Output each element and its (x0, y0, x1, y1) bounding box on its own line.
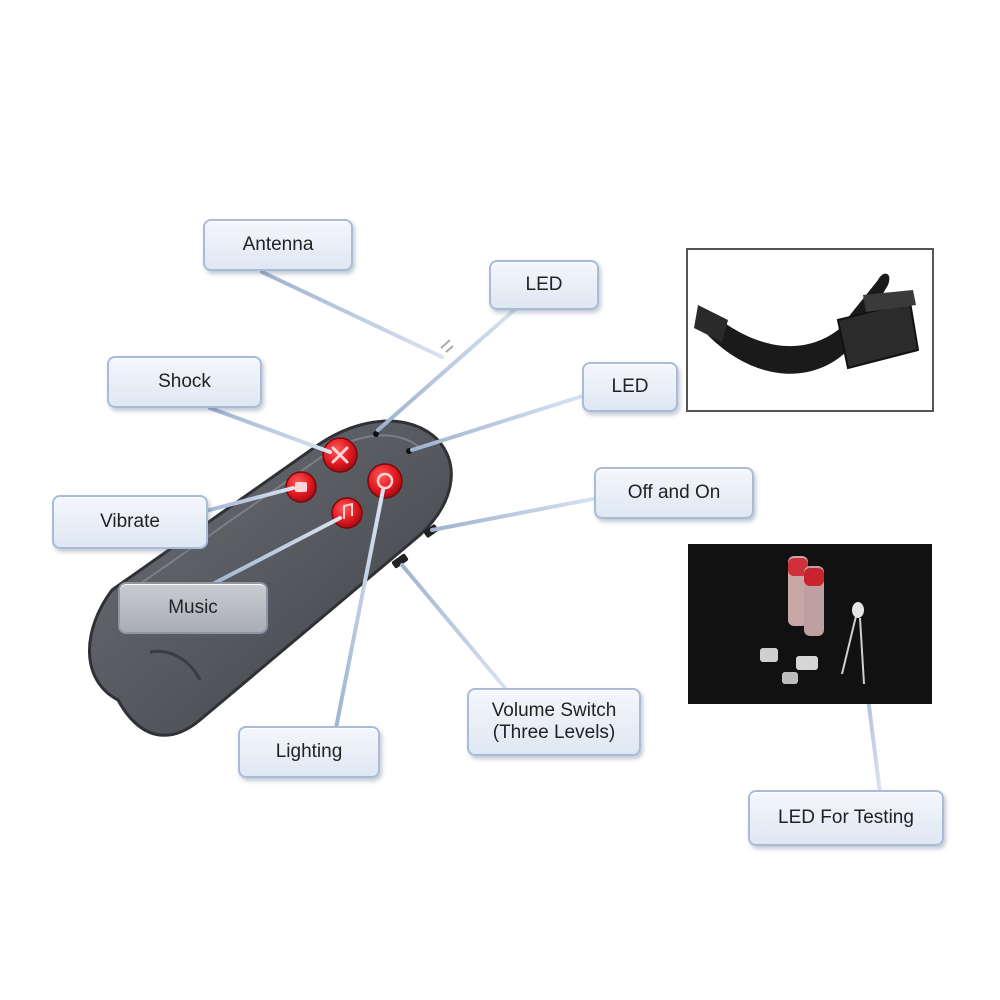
leader-vibrate (200, 486, 295, 514)
label-music: Music (118, 582, 268, 634)
leader-lines (200, 270, 882, 794)
label-led-top-text: LED (525, 274, 563, 296)
label-vibrate-text: Vibrate (100, 511, 160, 533)
leader-shock (208, 406, 332, 454)
label-led-testing: LED For Testing (748, 790, 944, 846)
label-volume-line2: (Three Levels) (492, 722, 616, 743)
music-button[interactable] (331, 497, 363, 529)
label-led-testing-text: LED For Testing (778, 807, 914, 829)
accessories-image (760, 556, 865, 685)
label-off-on-text: Off and On (627, 482, 721, 504)
label-shock: Shock (107, 356, 262, 408)
leader-volume (400, 563, 507, 690)
leader-led-top (376, 303, 522, 432)
light-icon (376, 472, 394, 490)
label-led-right-text: LED (611, 376, 649, 398)
label-shock-text: Shock (158, 371, 211, 393)
x-icon (331, 446, 349, 464)
leader-antenna (260, 270, 444, 359)
leader-off-on (430, 496, 600, 532)
label-antenna: Antenna (203, 219, 353, 271)
label-volume-switch: Volume Switch (Three Levels) (467, 688, 641, 756)
antenna-tip (440, 339, 454, 353)
label-led-top: LED (489, 260, 599, 310)
label-music-text: Music (168, 597, 218, 619)
remote-bottom-groove (149, 649, 202, 681)
volume-switch[interactable] (391, 553, 409, 569)
label-antenna-text: Antenna (242, 234, 314, 256)
label-led-right: LED (582, 362, 678, 412)
leader-music (203, 516, 342, 590)
label-off-on: Off and On (594, 467, 754, 519)
leader-lighting (334, 488, 385, 730)
accessories-photo (688, 544, 932, 704)
led-indicator-top (373, 431, 379, 437)
leader-led-right (410, 393, 588, 452)
label-lighting: Lighting (238, 726, 380, 778)
shock-button[interactable] (322, 437, 358, 473)
label-vibrate: Vibrate (52, 495, 208, 549)
collar-photo (686, 248, 934, 412)
lighting-button[interactable] (367, 463, 403, 499)
vibrate-button[interactable] (285, 471, 317, 503)
label-lighting-text: Lighting (275, 741, 343, 763)
label-volume-line1: Volume Switch (491, 700, 617, 722)
collar-image (694, 273, 920, 374)
vibrate-icon (295, 482, 307, 492)
music-icon (343, 502, 353, 519)
